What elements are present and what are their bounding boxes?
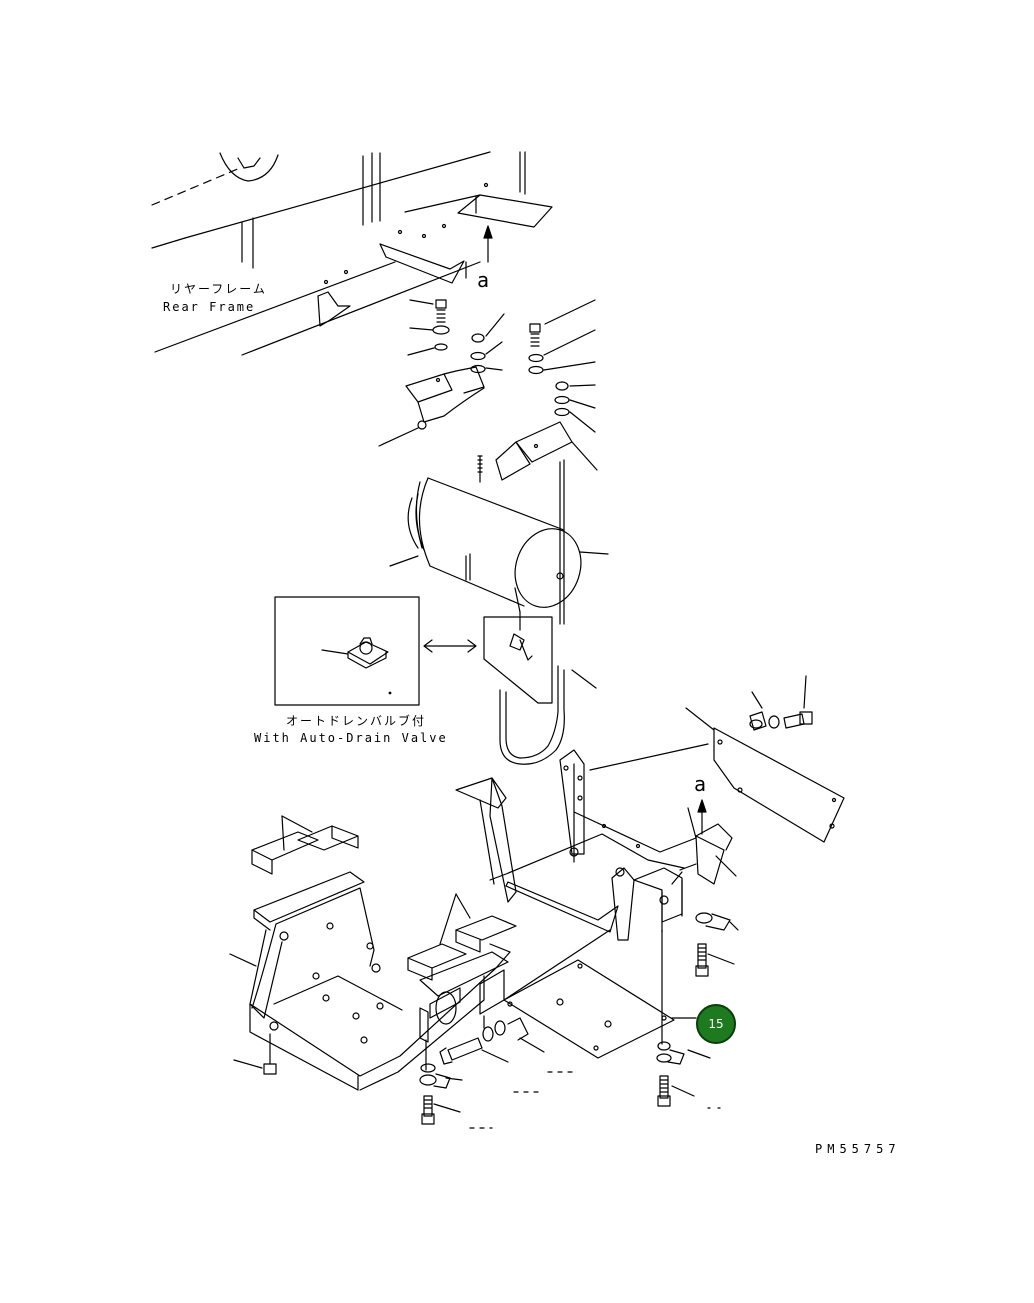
drain-hose xyxy=(499,665,597,765)
callout-15[interactable]: 15 xyxy=(696,1004,736,1044)
rear-frame-label-jp: リヤーフレーム xyxy=(170,282,267,296)
view-marker-a-top: a xyxy=(477,268,490,292)
rear-frame-label-en: Rear Frame xyxy=(163,300,256,314)
bottom-plate xyxy=(503,929,697,1059)
lower-main-frame xyxy=(229,815,517,1091)
tank-support-frame xyxy=(455,743,737,941)
rear-frame xyxy=(151,151,553,356)
air-tank xyxy=(389,477,609,613)
drawing-number: PM55757 xyxy=(815,1142,901,1156)
lower-hardware-right xyxy=(656,912,739,1109)
side-cover xyxy=(685,675,845,843)
lower-hardware-left xyxy=(233,1015,573,1129)
auto-drain-label-en: With Auto-Drain Valve xyxy=(254,731,448,745)
auto-drain-label-jp: オートドレンバルブ付 xyxy=(286,714,427,728)
view-marker-a-bottom: a xyxy=(694,772,707,796)
auto-drain-detail xyxy=(274,596,553,706)
upper-hardware xyxy=(378,299,598,625)
